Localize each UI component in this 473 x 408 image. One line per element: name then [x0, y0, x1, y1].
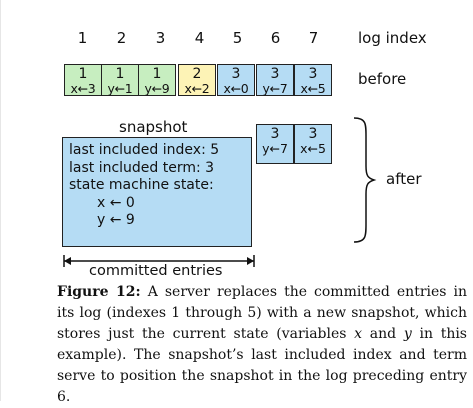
- after-entry-6: 3 y←7: [256, 124, 294, 164]
- entry-command: x←2: [184, 81, 210, 96]
- committed-entries-label: committed entries: [89, 263, 223, 279]
- entry-command: y←9: [144, 81, 170, 96]
- committed-entries-arrow: [63, 255, 255, 267]
- entry-term: 3: [308, 66, 318, 82]
- entry-command: x←0: [223, 81, 249, 96]
- snapshot-box: last included index: 5 last included ter…: [62, 137, 252, 247]
- entry-command: y←7: [262, 141, 288, 156]
- entry-term: 3: [231, 66, 241, 82]
- before-entry-2: 1 y←1: [101, 64, 139, 96]
- entry-term: 2: [192, 66, 202, 82]
- before-entry-6: 3 y←7: [256, 64, 294, 96]
- caption-text-1: A server replaces the committed entries …: [57, 284, 467, 342]
- before-entry-5: 3 x←0: [217, 64, 255, 96]
- entry-term: 3: [270, 126, 280, 142]
- before-label: before: [358, 70, 407, 88]
- after-label: after: [386, 170, 422, 188]
- snapshot-label: snapshot: [119, 118, 188, 136]
- entry-term: 1: [115, 66, 125, 82]
- after-brace: [353, 117, 377, 243]
- entry-term: 3: [270, 66, 280, 82]
- snapshot-state-label: state machine state:: [69, 177, 214, 193]
- arrow-left-head: [64, 257, 71, 265]
- brace-path: [353, 117, 377, 243]
- before-entry-7: 3 x←5: [294, 64, 332, 96]
- before-entry-4: 2 x←2: [178, 64, 216, 96]
- entry-command: x←3: [70, 81, 96, 96]
- after-entry-7: 3 x←5: [294, 124, 332, 164]
- entry-command: y←1: [107, 81, 133, 96]
- entry-command: x←5: [300, 81, 326, 96]
- caption-text-2: and: [362, 326, 404, 342]
- entry-command: x←5: [300, 141, 326, 156]
- log-index-1: 1: [77, 29, 88, 47]
- entry-command: y←7: [262, 81, 288, 96]
- log-index-5: 5: [232, 29, 243, 47]
- log-index-3: 3: [155, 29, 166, 47]
- snapshot-last-included-index: last included index: 5: [69, 142, 220, 158]
- figure-caption: Figure 12: A server replaces the committ…: [57, 282, 467, 408]
- log-index-label: log index: [358, 29, 427, 47]
- caption-var-y: y: [403, 326, 412, 342]
- arrow-right-head: [247, 257, 254, 265]
- caption-var-x: x: [354, 326, 363, 342]
- caption-text-3: in this example). The snapshot’s last in…: [57, 326, 467, 405]
- log-index-4: 4: [194, 29, 205, 47]
- snapshot-var-y: y ← 9: [97, 212, 135, 228]
- log-index-6: 6: [270, 29, 281, 47]
- before-entry-1: 1 x←3: [64, 64, 102, 96]
- figure-number: Figure 12:: [57, 284, 141, 300]
- before-entry-3: 1 y←9: [138, 64, 176, 96]
- entry-term: 1: [152, 66, 162, 82]
- entry-term: 1: [78, 66, 88, 82]
- snapshot-var-x: x ← 0: [97, 194, 135, 211]
- page-left-rule: [0, 0, 1, 401]
- entry-term: 3: [308, 126, 318, 142]
- snapshot-last-included-term: last included term: 3: [69, 159, 215, 176]
- log-index-7: 7: [308, 29, 319, 47]
- log-index-2: 2: [116, 29, 127, 47]
